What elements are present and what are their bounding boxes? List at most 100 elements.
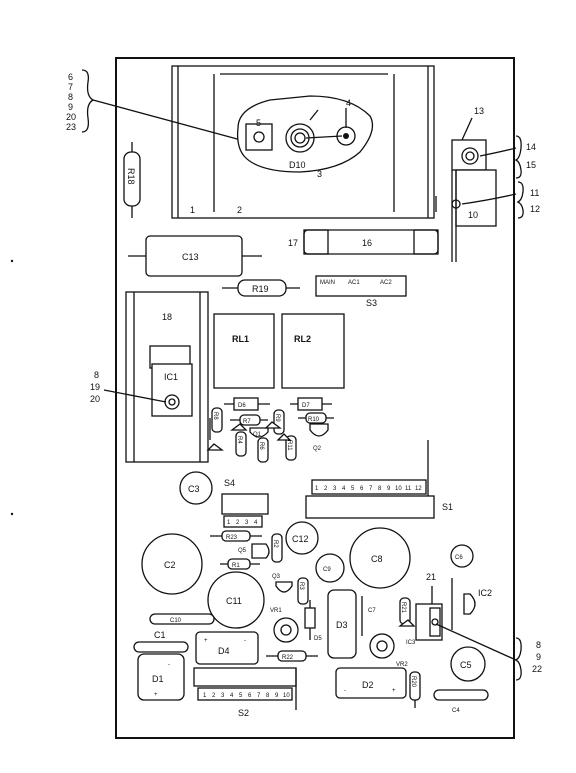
resistor-R7: R7 (230, 414, 268, 426)
label-IC1: IC1 (164, 372, 178, 382)
s1-pin-2: 2 (324, 486, 328, 492)
label-C7: C7 (368, 608, 376, 614)
callout-br-22: 22 (532, 664, 542, 674)
capacitor-C7: C7 (361, 596, 376, 636)
s2-pin-10: 10 (283, 693, 290, 699)
callout-20: 20 (66, 112, 76, 122)
label-RL2: RL2 (294, 334, 311, 344)
relay-RL2: RL2 (281, 313, 345, 389)
resistor-R19: R19 (222, 279, 300, 297)
heatsink-top (171, 65, 437, 219)
label-C9: C9 (323, 567, 331, 573)
callout-10: 10 (468, 210, 478, 220)
label-RL1: RL1 (232, 334, 249, 344)
heatsink-IC1 (125, 291, 211, 463)
s2-pin-5: 5 (239, 693, 243, 699)
d1-plus: + (154, 692, 158, 698)
label-R23: R23 (226, 535, 238, 541)
label-S1: S1 (442, 502, 453, 512)
label-Q1: Q1 (253, 432, 262, 438)
label-R1: R1 (232, 563, 240, 569)
s1-pin-12: 12 (415, 486, 422, 492)
label-S4: S4 (224, 478, 235, 488)
d4-plus: + (204, 638, 208, 644)
diode-bridge-D1: D1 - + (137, 653, 185, 701)
label-R9: R9 (274, 414, 280, 422)
diode-bridge-D2: D2 - + (335, 667, 407, 699)
s4-pin-1: 1 (227, 520, 231, 526)
s2-pin-2: 2 (212, 693, 216, 699)
s1-pin-6: 6 (360, 486, 364, 492)
callout-ic1-8: 8 (94, 370, 99, 380)
label-C1: C1 (154, 630, 166, 640)
callout-18: 18 (162, 312, 172, 322)
s1-pin-11: 11 (405, 486, 412, 492)
capacitor-C11: C11 (207, 571, 265, 629)
label-R20: R20 (410, 676, 416, 688)
s1-pin-3: 3 (333, 486, 337, 492)
resistor-R11: R11 (285, 435, 297, 461)
callout-15: 15 (526, 160, 536, 170)
bracket-right (451, 117, 517, 262)
callout-stack-top-left: 6 7 8 9 20 23 (66, 69, 253, 144)
transistor-Q2: Q2 (309, 423, 329, 452)
trimmer-VR1: VR1 (270, 608, 299, 643)
s1-pin-8: 8 (378, 486, 382, 492)
s3-pin-ac2: AC2 (380, 280, 392, 286)
capacitor-C12: C12 (285, 521, 319, 555)
label-S2: S2 (238, 708, 249, 718)
label-D6: D6 (238, 403, 246, 409)
label-R18: R18 (126, 168, 136, 185)
regulator-IC3: IC3 (406, 603, 443, 646)
label-C4: C4 (452, 708, 460, 714)
s2-pin-6: 6 (248, 693, 252, 699)
capacitor-C10: C10 (149, 613, 215, 625)
capacitor-C3: C3 (179, 471, 213, 505)
label-D2: D2 (362, 680, 374, 690)
callout-4: 4 (346, 98, 351, 108)
capacitor-C13: C13 (128, 235, 262, 277)
label-VR2: VR2 (396, 662, 408, 668)
label-R21: R21 (400, 602, 406, 614)
label-R19: R19 (252, 284, 269, 294)
label-C2: C2 (164, 560, 176, 570)
label-S3: S3 (366, 298, 377, 308)
label-IC3: IC3 (406, 640, 416, 646)
callout-12: 12 (530, 204, 540, 214)
callout-2: 2 (237, 205, 242, 215)
label-D3: D3 (336, 620, 348, 630)
s3-pin-main: MAIN (320, 280, 335, 286)
label-R22: R22 (282, 655, 294, 661)
resistor-R8: R8 (211, 407, 223, 433)
callout-21: 21 (426, 572, 436, 582)
diode-bridge-D4: D4 + - (195, 631, 259, 665)
resistor-R9: R9 (273, 409, 285, 435)
callout-ic1-20: 20 (90, 394, 100, 404)
callout-3: 3 (317, 169, 322, 179)
callout-17: 17 (288, 238, 298, 248)
s4-pin-4: 4 (254, 520, 258, 526)
callout-23: 23 (66, 122, 76, 132)
label-VR1: VR1 (270, 608, 282, 614)
s2-pin-3: 3 (221, 693, 225, 699)
label-R8: R8 (212, 412, 218, 420)
label-C10: C10 (170, 618, 182, 624)
diode-D5: D5 (304, 600, 322, 642)
resistor-R23: R23 (210, 530, 262, 542)
transistor-Q1: Q1 (249, 427, 269, 438)
capacitor-C5: C5 (450, 646, 486, 682)
d4-minus: - (244, 638, 246, 644)
callout-6: 6 (68, 72, 73, 82)
label-D4: D4 (218, 646, 230, 656)
board-outline (115, 57, 515, 739)
resistor-R2: R2 (271, 533, 283, 563)
s1-pin-7: 7 (369, 486, 373, 492)
label-C13: C13 (182, 252, 199, 262)
resistor-R4: R4 (235, 431, 247, 457)
s1-pin-4: 4 (342, 486, 346, 492)
s1-pin-9: 9 (387, 486, 391, 492)
transistor-Q5: Q5 (238, 543, 270, 559)
label-R6: R6 (258, 442, 264, 450)
capacitor-C1: C1 (133, 630, 189, 653)
